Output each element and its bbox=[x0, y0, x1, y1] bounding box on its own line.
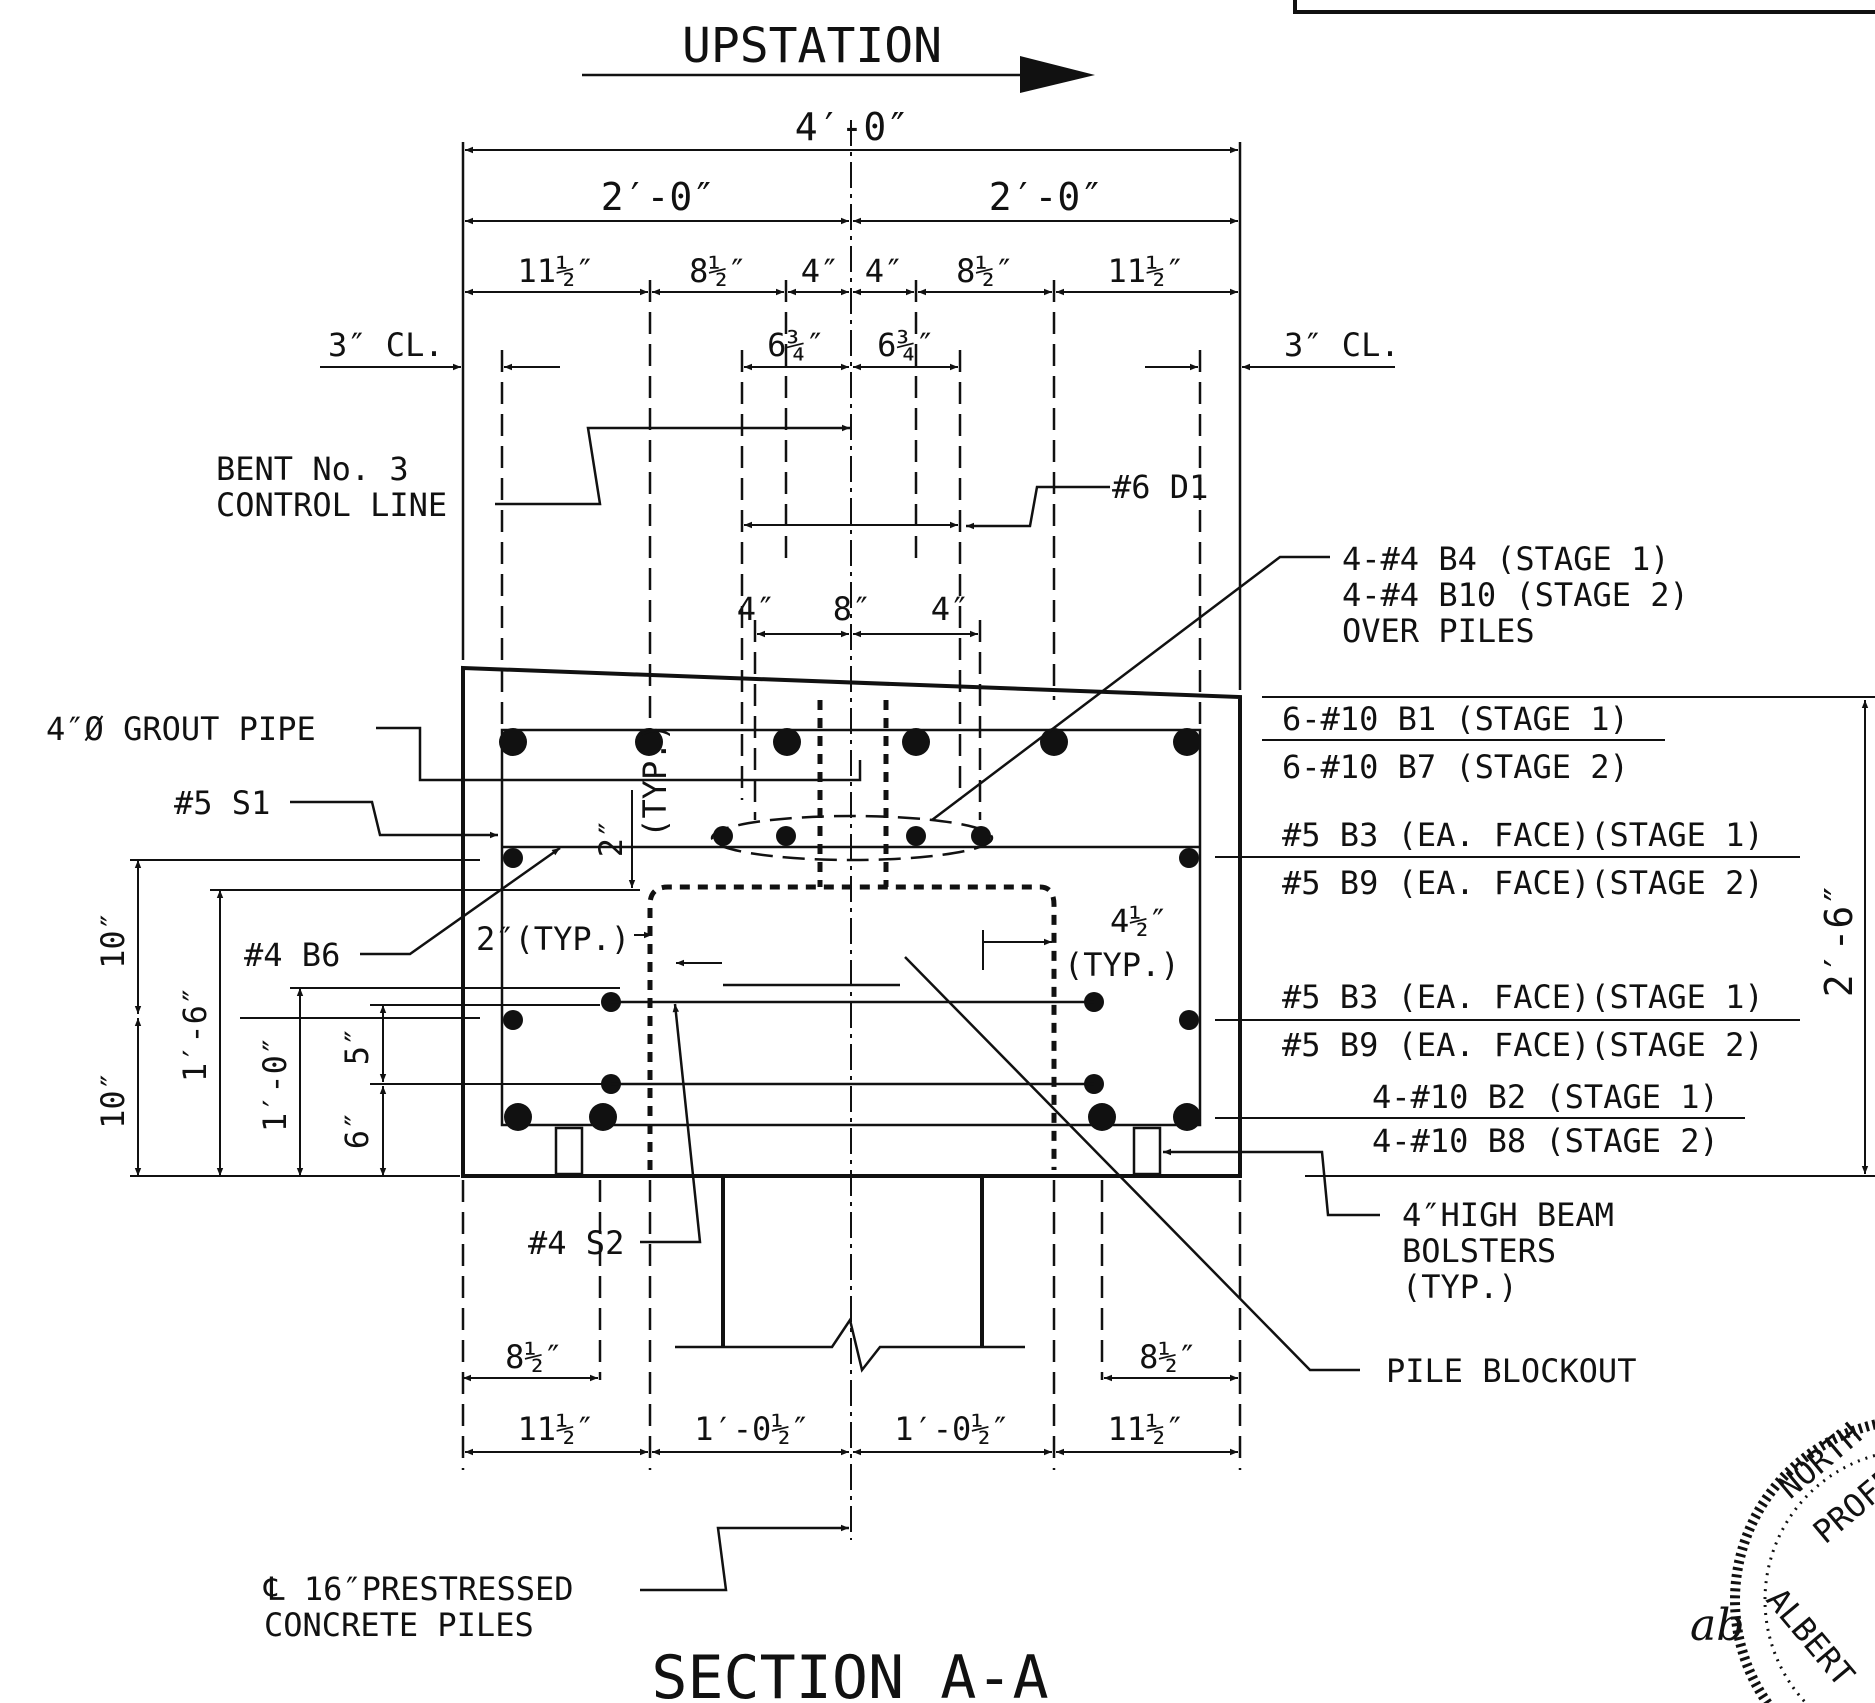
extension-lines bbox=[461, 142, 1242, 1470]
leader-lines bbox=[290, 424, 1800, 1592]
dim-cl-left: 3″ CL. bbox=[328, 326, 444, 364]
dim-cl-right: 3″ CL. bbox=[1284, 326, 1400, 364]
bent-cap-outline bbox=[461, 665, 1242, 1178]
dim-top-seg-2: 8½″ bbox=[689, 252, 747, 290]
dim-bot-seg-1: 11½″ bbox=[517, 1410, 594, 1448]
label-pile-blockout: PILE BLOCKOUT bbox=[1386, 1352, 1636, 1390]
dimension-lines bbox=[130, 146, 1875, 1456]
label-bent-control-2: CONTROL LINE bbox=[216, 486, 447, 524]
section-title: SECTION A-A bbox=[651, 1643, 1048, 1703]
dim-left-10b: 10″ bbox=[94, 1071, 132, 1129]
dim-bot-seg-2: 1′-0½″ bbox=[694, 1410, 810, 1448]
seal-text-3: ALBERT bbox=[1759, 1581, 1862, 1694]
dim-top-seg-1: 11½″ bbox=[517, 252, 594, 290]
dim-cover-top-note: (TYP.) bbox=[636, 722, 674, 838]
label-b1: 6-#10 B1 (STAGE 1) bbox=[1282, 700, 1629, 738]
dim-bot-seg-4: 11½″ bbox=[1107, 1410, 1184, 1448]
callout-labels: BENT No. 3 CONTROL LINE #6 D1 4-#4 B4 (S… bbox=[46, 450, 1764, 1644]
label-b2: 4-#10 B2 (STAGE 1) bbox=[1372, 1078, 1719, 1116]
dim-top-seg-4: 4″ bbox=[865, 252, 904, 290]
dim-stirrup-right: 6¾″ bbox=[877, 326, 935, 364]
label-b8: 4-#10 B8 (STAGE 2) bbox=[1372, 1122, 1719, 1160]
dim-blockout-offset: 4½″ bbox=[1110, 902, 1168, 940]
label-bent-control-1: BENT No. 3 bbox=[216, 450, 409, 488]
pile-blockout bbox=[647, 884, 1057, 1170]
dim-top-seg-5: 8½″ bbox=[956, 252, 1014, 290]
label-b3-upper: #5 B3 (EA. FACE)(STAGE 1) bbox=[1282, 816, 1764, 854]
engineer-seal: NORTH PROFE ALBERT ab bbox=[1690, 1415, 1875, 1703]
dim-bar-sp-2: 8″ bbox=[833, 590, 872, 628]
dim-cover-side: 2″(TYP.) bbox=[476, 920, 630, 958]
label-piles-2: CONCRETE PILES bbox=[264, 1606, 534, 1644]
grout-pipe bbox=[817, 700, 889, 887]
dim-bar-sp-3: 4″ bbox=[931, 590, 970, 628]
label-b10: 4-#4 B10 (STAGE 2) bbox=[1342, 576, 1689, 614]
dim-bot-seg-3: 1′-0½″ bbox=[894, 1410, 1010, 1448]
dimension-texts: 4′-0″ 2′-0″ 2′-0″ 11½″ 8½″ 4″ 4″ 8½″ 11½… bbox=[94, 105, 1861, 1448]
b4-bar-group bbox=[710, 814, 994, 862]
label-s2: #4 S2 bbox=[528, 1224, 624, 1262]
label-piles-1: ℄ 16″PRESTRESSED bbox=[263, 1570, 574, 1608]
dim-top-seg-6: 11½″ bbox=[1107, 252, 1184, 290]
title-block-border bbox=[1293, 0, 1875, 14]
label-d1: #6 D1 bbox=[1112, 468, 1208, 506]
label-over-piles: OVER PILES bbox=[1342, 612, 1535, 650]
seal-signature: ab bbox=[1690, 1600, 1744, 1651]
label-bolsters-2: BOLSTERS bbox=[1402, 1232, 1556, 1270]
dim-cover-top: 2″ bbox=[592, 819, 630, 858]
pile-lines bbox=[675, 1176, 1025, 1373]
label-b7: 6-#10 B7 (STAGE 2) bbox=[1282, 748, 1629, 786]
dim-left-6: 6″ bbox=[338, 1111, 376, 1150]
dim-bot-8-5-left: 8½″ bbox=[505, 1338, 563, 1376]
dim-bot-8-5-right: 8½″ bbox=[1139, 1338, 1197, 1376]
upstation-arrowhead bbox=[1020, 56, 1095, 93]
dim-left-1-6: 1′-6″ bbox=[176, 986, 214, 1082]
dim-left-10a: 10″ bbox=[94, 911, 132, 969]
label-b3-lower: #5 B3 (EA. FACE)(STAGE 1) bbox=[1282, 978, 1764, 1016]
dim-overall-width: 4′-0″ bbox=[795, 105, 909, 149]
dim-stirrup-left: 6¾″ bbox=[767, 326, 825, 364]
label-b9-upper: #5 B9 (EA. FACE)(STAGE 2) bbox=[1282, 864, 1764, 902]
label-bolsters-1: 4″HIGH BEAM bbox=[1402, 1196, 1614, 1234]
label-grout-pipe: 4″Ø GROUT PIPE bbox=[46, 710, 316, 748]
dim-blockout-note: (TYP.) bbox=[1064, 946, 1180, 984]
label-b9-lower: #5 B9 (EA. FACE)(STAGE 2) bbox=[1282, 1026, 1764, 1064]
dim-left-5: 5″ bbox=[338, 1027, 376, 1066]
dim-top-seg-3: 4″ bbox=[801, 252, 840, 290]
dim-bar-sp-1: 4″ bbox=[737, 590, 776, 628]
label-b4: 4-#4 B4 (STAGE 1) bbox=[1342, 540, 1670, 578]
label-s1: #5 S1 bbox=[174, 784, 270, 822]
rebar-bars bbox=[499, 728, 1201, 1131]
label-bolsters-3: (TYP.) bbox=[1402, 1268, 1518, 1306]
beam-bolsters bbox=[554, 1126, 1162, 1176]
dim-half-right: 2′-0″ bbox=[989, 175, 1103, 219]
dim-left-1-0: 1′-0″ bbox=[256, 1036, 294, 1132]
dim-height-total: 2′-6″ bbox=[1817, 883, 1861, 997]
dim-half-left: 2′-0″ bbox=[601, 175, 715, 219]
upstation-label: UPSTATION bbox=[682, 18, 942, 74]
label-b6: #4 B6 bbox=[244, 936, 340, 974]
